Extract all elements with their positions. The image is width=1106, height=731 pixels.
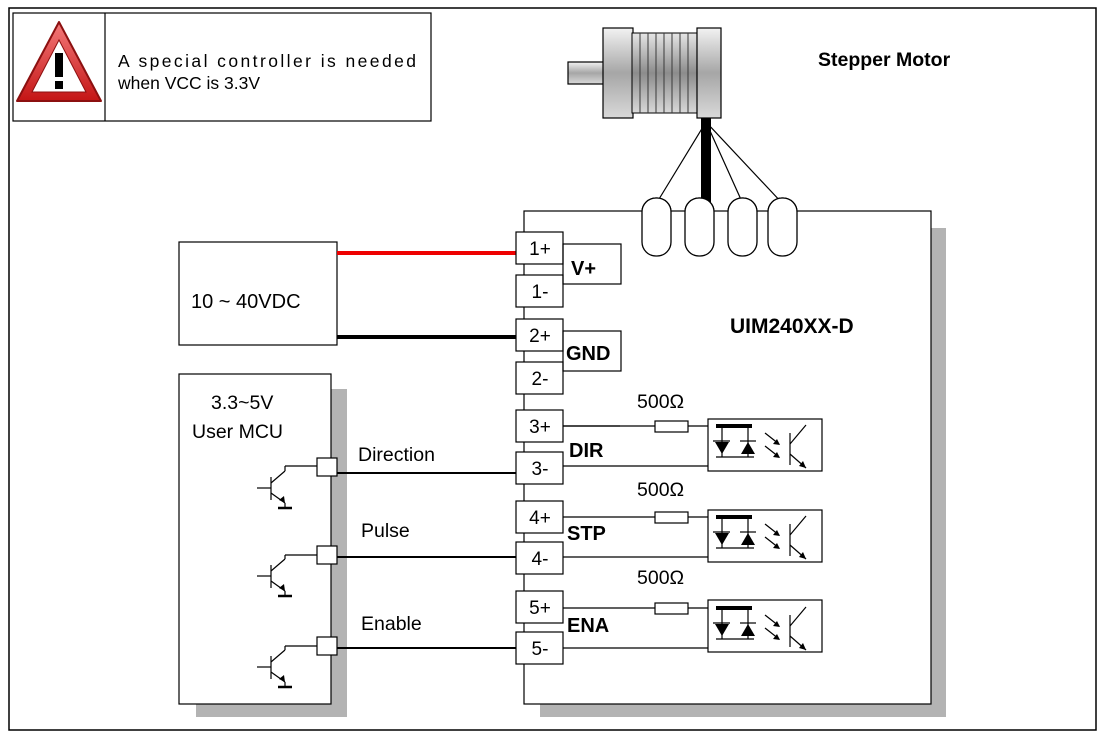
opto-phototransistors — [764, 424, 807, 651]
signal-label-direction: Direction — [358, 444, 435, 466]
terminal-2n: 2- — [532, 369, 549, 390]
signal-label-pulse: Pulse — [361, 520, 410, 542]
terminal-5p: 5+ — [529, 598, 551, 619]
dir-label-clip — [565, 432, 620, 442]
warning-box: A special controller is needed when VCC … — [12, 12, 432, 122]
signal-label-enable: Enable — [361, 613, 422, 635]
port-label-stp: STP — [567, 523, 606, 545]
terminal-4p: 4+ — [529, 508, 551, 529]
outer-frame — [8, 7, 1097, 731]
motor-title: Stepper Motor — [818, 49, 951, 71]
mcu-voltage: 3.3~5V — [211, 392, 273, 414]
driver-model: UIM240XX-D — [730, 315, 854, 338]
resistor-label-2: 500Ω — [637, 479, 684, 501]
terminal-2p: 2+ — [529, 326, 551, 347]
port-label-ena: ENA — [567, 615, 609, 637]
model-text-clip — [700, 302, 900, 317]
v-plus-box — [562, 243, 622, 285]
motor-rear-flange — [696, 27, 722, 119]
opto-diodes — [715, 442, 755, 636]
terminal-1p: 1+ — [529, 239, 551, 260]
terminal-3p: 3+ — [529, 417, 551, 438]
warning-triangle-icon — [16, 21, 102, 102]
port-label-v: V+ — [571, 258, 596, 280]
motor-front-flange — [602, 27, 634, 119]
resistor-label-1: 500Ω — [637, 391, 684, 413]
mcu-box — [178, 373, 332, 705]
motor-shaft — [567, 61, 607, 85]
mcu-transistors — [257, 465, 317, 689]
terminal-4n: 4- — [532, 549, 549, 570]
gnd-box — [562, 330, 622, 372]
terminal-5n: 5- — [532, 639, 549, 660]
terminal-3n: 3- — [532, 459, 549, 480]
resistor-label-3: 500Ω — [637, 567, 684, 589]
port-label-gnd: GND — [566, 343, 610, 365]
mcu-title: User MCU — [192, 421, 283, 443]
warning-text-line2: when VCC is 3.3V — [117, 73, 260, 93]
motor-cable — [701, 118, 711, 204]
power-supply-label: 10 ~ 40VDC — [191, 291, 301, 313]
signal-wires — [337, 472, 516, 649]
port-label-dir: DIR — [569, 440, 604, 462]
terminal-1n: 1- — [532, 282, 549, 303]
power-supply: 10 ~ 40VDC — [178, 241, 338, 346]
direction-label-clip — [350, 430, 490, 446]
mcu-ports — [316, 457, 338, 656]
motor-body — [631, 32, 699, 114]
